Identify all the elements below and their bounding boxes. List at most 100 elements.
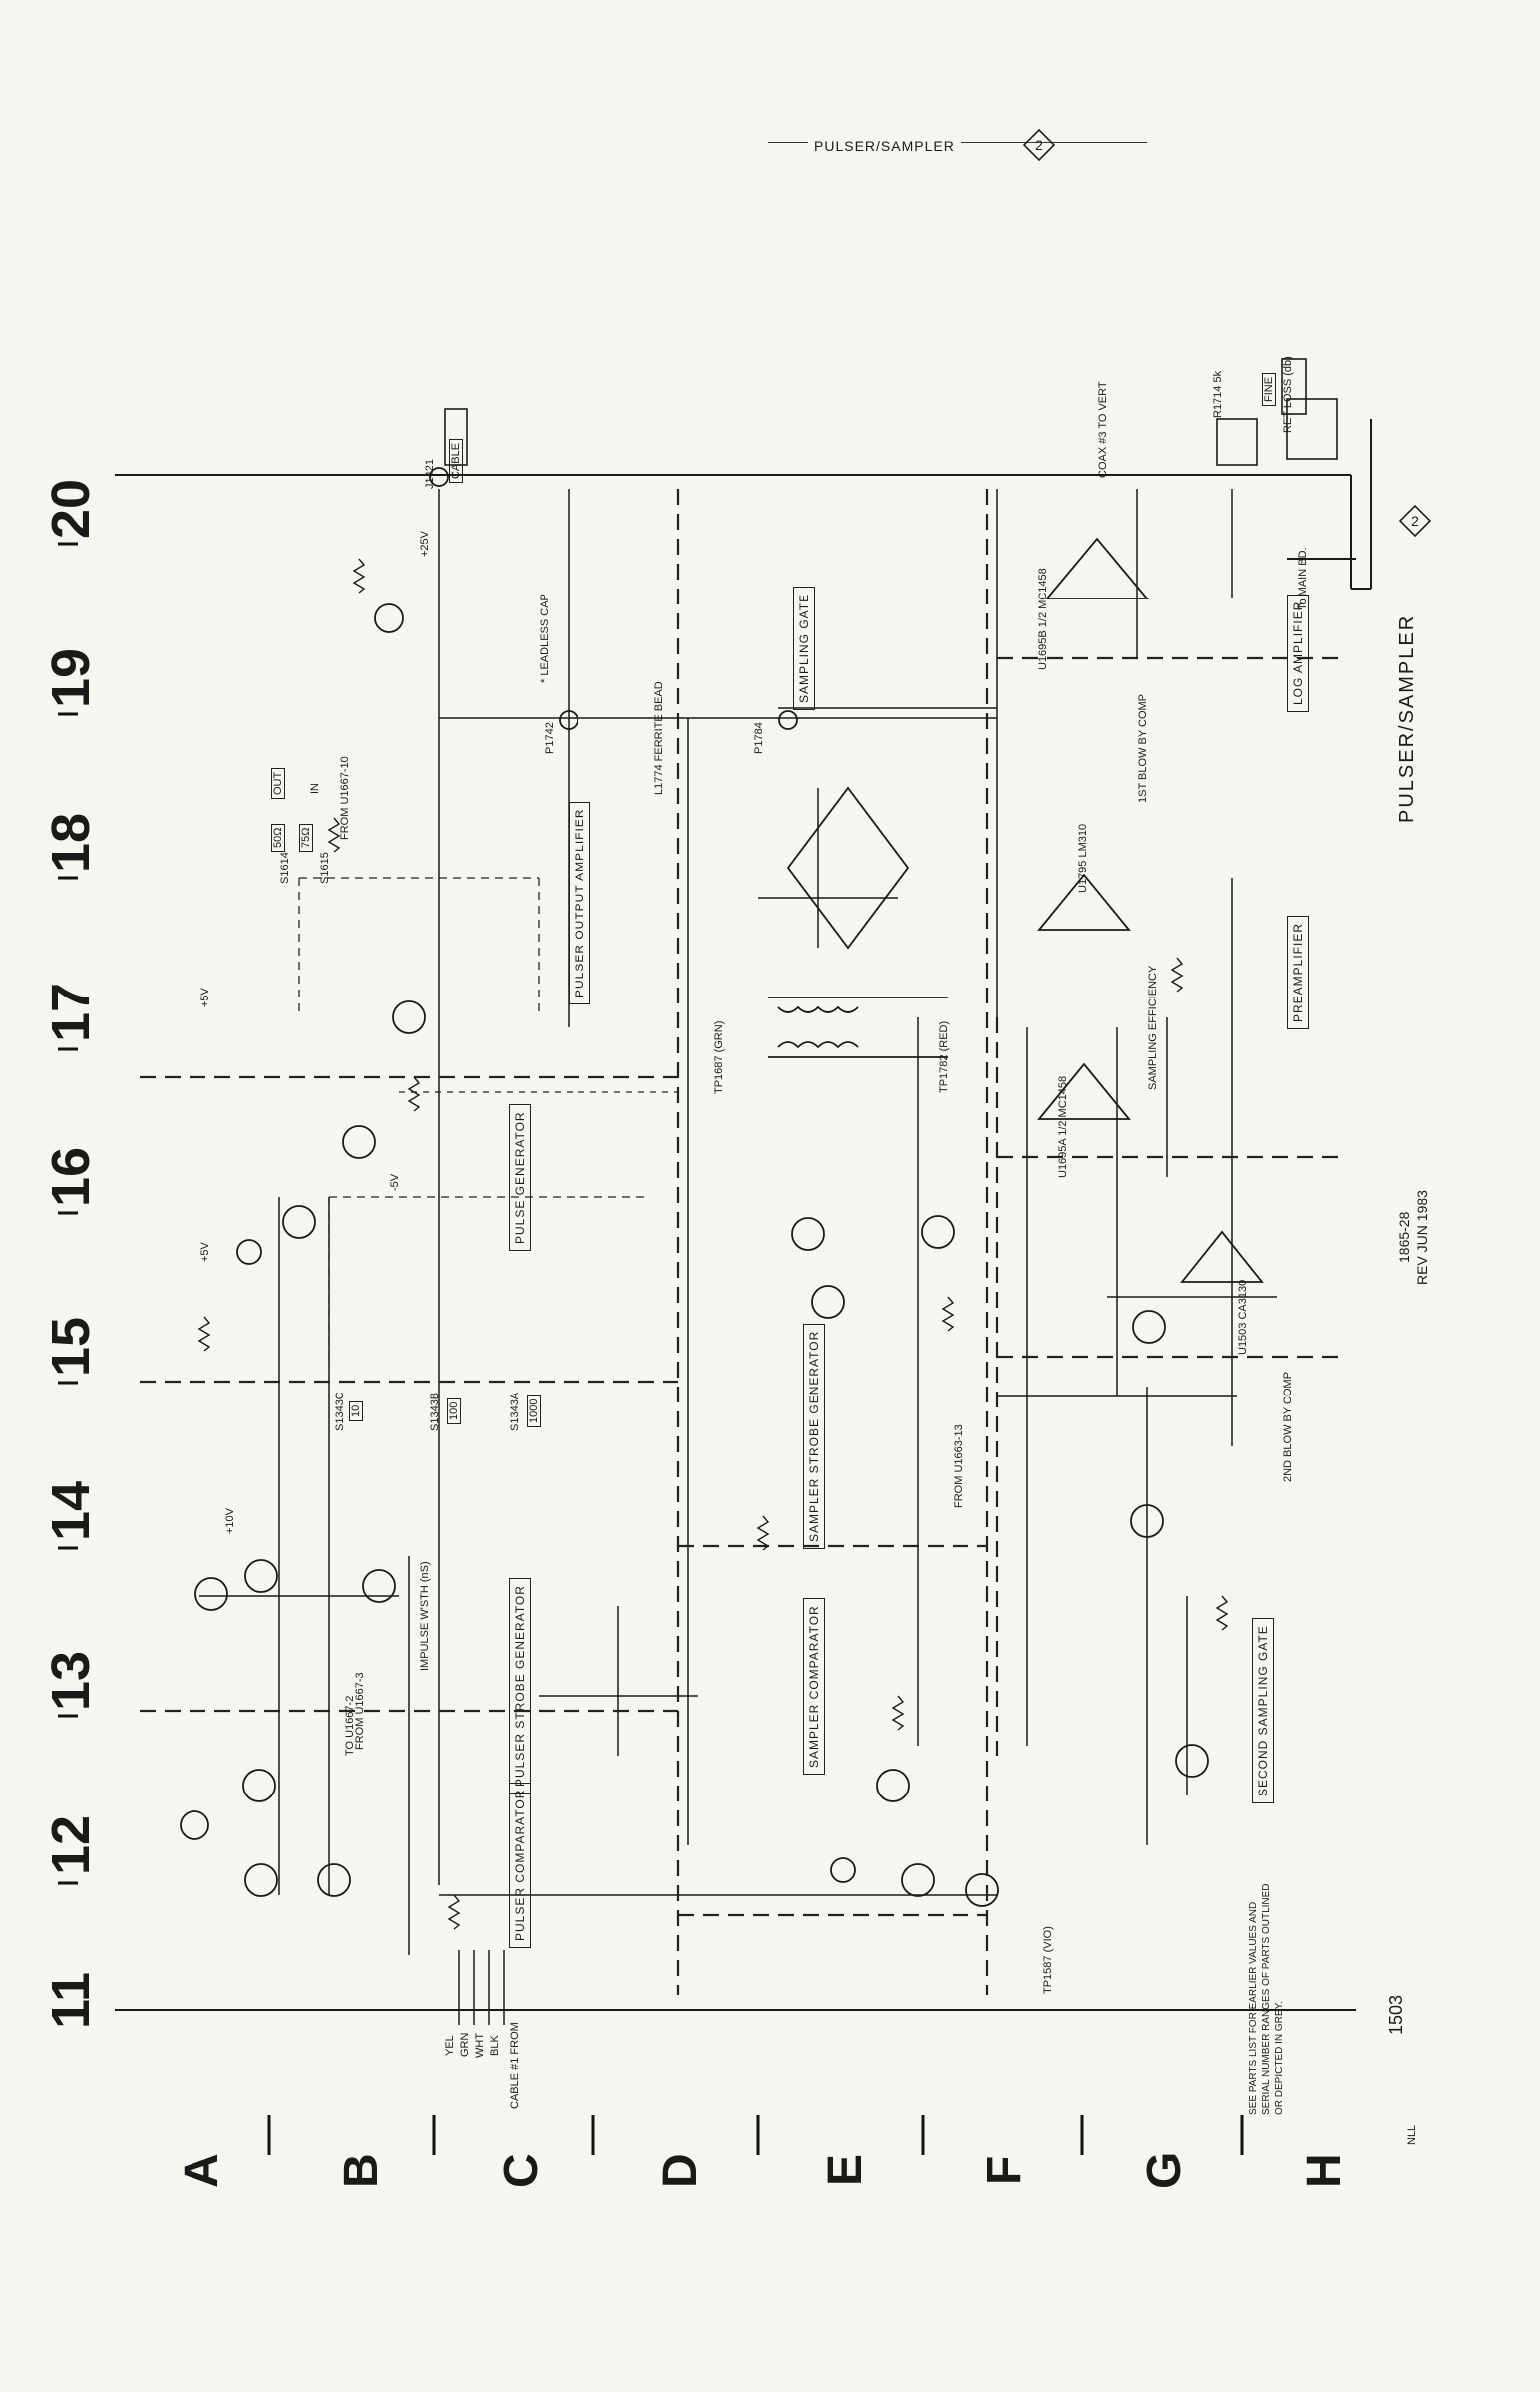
grid-col-16: 16 [41, 1146, 101, 1207]
q1637-symbol [392, 1000, 426, 1034]
label-sampling-efficiency: SAMPLING EFFICIENCY [1147, 965, 1159, 1090]
grid-col-13: 13 [41, 1650, 101, 1711]
label-sw-1000: 1000 [527, 1395, 541, 1427]
block-sampling-gate: SAMPLING GATE [793, 586, 815, 710]
u1695b-symbol [1045, 537, 1149, 599]
svg-text:2: 2 [1411, 513, 1419, 529]
diamond-badge-icon: 2 [1022, 128, 1056, 162]
label-ferrite-bead: L1774 FERRITE BEAD [653, 681, 665, 795]
q1558-symbol [242, 1769, 276, 1802]
label-fine: FINE [1262, 372, 1276, 406]
grid-col-14: 14 [41, 1480, 101, 1541]
sheet-header: PULSER/SAMPLER 2 [768, 128, 1167, 168]
grid-row-f: F [978, 2155, 1031, 2185]
t1686-symbol [768, 997, 948, 1058]
doc-id: 1865-28 [1396, 1211, 1412, 1263]
cr1433-symbol [236, 1239, 262, 1265]
cr1574-symbol [830, 1857, 856, 1883]
label-p1784: P1784 [753, 722, 765, 754]
side-title: PULSER/SAMPLER [1396, 613, 1418, 823]
label-minus5v: -5V [389, 1173, 401, 1191]
label-ret-loss: RET LOSS (db) [1282, 355, 1294, 433]
block-log-amplifier: LOG AMPLIFIER [1287, 594, 1309, 712]
label-r1714: R1714 5k [1212, 370, 1224, 418]
grid-col-11: 11 [41, 1971, 101, 2029]
label-in: IN [309, 782, 321, 794]
label-out: OUT [271, 767, 285, 799]
label-tp1782: TP1782 (RED) [938, 1020, 950, 1093]
label-to-main-bd: To MAIN BD. [1297, 547, 1309, 610]
q1435-symbol [282, 1205, 316, 1239]
label-sw-10: 10 [349, 1400, 363, 1421]
grid-col-20: 20 [41, 478, 101, 539]
label-j1421: J1421 [424, 459, 436, 489]
revision: REV JUN 1983 [1414, 1189, 1430, 1285]
label-1st-blow: 1ST BLOW BY COMP [1137, 693, 1149, 803]
label-cable-from: CABLE #1 FROM [509, 2021, 521, 2109]
label-from-u1663-13: FROM U1663-13 [953, 1424, 964, 1508]
q1658-symbol [317, 1863, 351, 1897]
label-s1615: S1615 [319, 852, 331, 884]
q1657-symbol [362, 1569, 396, 1603]
label-from-u1667-10: FROM U1667-10 [339, 756, 351, 840]
block-sampler-comparator: SAMPLER COMPARATOR [803, 1597, 825, 1775]
label-cable: CABLE [449, 438, 463, 483]
diode-bridge [786, 786, 910, 950]
label-to-u1667-2: TO U1667-2 [344, 1695, 356, 1756]
label-75-ohm: 75Ω [299, 823, 313, 852]
label-u1795: U1795 LM310 [1077, 823, 1089, 893]
label-impulse-width: IMPULSE W'STH (nS) [419, 1561, 431, 1671]
label-sw-100: 100 [447, 1397, 461, 1424]
label-nll: NLL [1406, 2124, 1418, 2145]
label-s1343a: S1343A [509, 1392, 521, 1431]
label-leadless-cap: * LEADLESS CAP [539, 594, 551, 683]
grid-col-19: 19 [41, 647, 101, 708]
q1593-symbol [1130, 1504, 1164, 1538]
u1795-symbol [1037, 873, 1131, 931]
block-sampler-strobe-generator: SAMPLER STROBE GENERATOR [803, 1323, 825, 1549]
label-u1695a: U1695A 1/2 MC1458 [1057, 1075, 1069, 1178]
block-pulser-strobe-generator: PULSER STROBE GENERATOR [509, 1578, 531, 1794]
q1678-symbol [791, 1217, 825, 1251]
block-pulser-comparator: PULSER COMPARATOR [509, 1782, 531, 1948]
q1772-symbol [921, 1215, 955, 1249]
grid-col-17: 17 [41, 982, 101, 1042]
label-s1343c: S1343C [334, 1392, 346, 1431]
cr1557-symbol [180, 1810, 209, 1840]
sheet-title: PULSER/SAMPLER [808, 138, 961, 154]
q1436-symbol [342, 1125, 376, 1159]
label-tp1587: TP1587 (VIO) [1042, 1926, 1054, 1994]
label-plus25v: +25V [419, 531, 431, 557]
label-wire-wht: WHT [474, 2032, 486, 2058]
label-plus5v-a: +5V [199, 988, 211, 1007]
q1559-symbol [244, 1863, 278, 1897]
vr1649-symbol [374, 603, 404, 633]
coax-connector-box [1216, 418, 1258, 466]
label-s1343b: S1343B [429, 1392, 441, 1431]
label-coax: COAX #3 TO VERT [1097, 380, 1109, 478]
block-pulse-generator: PULSE GENERATOR [509, 1103, 531, 1251]
p1742-symbol [559, 710, 578, 730]
label-u1695b: U1695B 1/2 MC1458 [1037, 567, 1049, 670]
q1588-symbol [1175, 1744, 1209, 1778]
q1556-symbol [194, 1577, 228, 1611]
block-second-sampling-gate: SECOND SAMPLING GATE [1252, 1618, 1274, 1803]
label-2nd-blow: 2ND BLOW BY COMP [1282, 1371, 1294, 1482]
label-u1503: U1503 CA3130 [1237, 1279, 1249, 1355]
grid-col-18: 18 [41, 812, 101, 873]
p1784-symbol [778, 710, 798, 730]
label-tp1687: TP1687 (GRN) [713, 1020, 725, 1094]
block-preamplifier: PREAMPLIFIER [1287, 915, 1309, 1029]
u1503-symbol [1180, 1230, 1264, 1283]
grid-row-e: E [819, 2153, 872, 2186]
q1551-symbol [244, 1559, 278, 1593]
label-plus10v: +10V [224, 1508, 236, 1534]
block-pulser-output-amplifier: PULSER OUTPUT AMPLIFIER [569, 801, 590, 1004]
grid-col-12: 12 [41, 1814, 101, 1875]
page-id: 1503 [1386, 1994, 1406, 2035]
grid-row-b: B [335, 2152, 388, 2188]
label-plus5v-b: +5V [199, 1242, 211, 1262]
j1421-symbol [429, 467, 449, 487]
